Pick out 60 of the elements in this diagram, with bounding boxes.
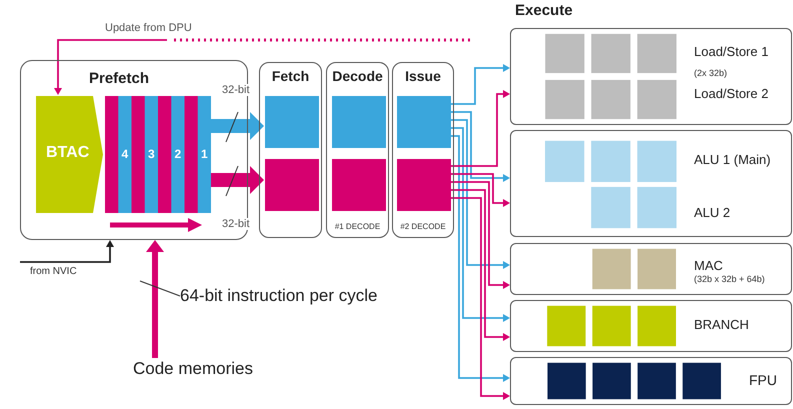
edge-label: 32-bit	[222, 84, 250, 96]
stage-box	[259, 62, 322, 238]
annotation: 64-bit instruction per cycle	[180, 287, 378, 306]
leader-line	[140, 280, 180, 296]
arrow	[450, 64, 510, 105]
stage-note: #1 DECODE	[334, 223, 382, 232]
unit-label: ALU 2	[694, 206, 730, 220]
stage-box	[326, 62, 389, 238]
block-arrow	[146, 240, 164, 358]
unit-label: MAC	[694, 259, 723, 274]
unit-label: FPU	[749, 373, 777, 388]
slot-number: 2	[174, 148, 182, 161]
pipeline-slot	[397, 159, 451, 211]
arrow	[450, 119, 510, 269]
stage-title: Decode	[331, 69, 384, 84]
execution-unit-box	[510, 300, 792, 352]
unit-label: Load/Store 2	[694, 87, 768, 102]
arrow	[54, 39, 167, 95]
memory-label: Code memories	[133, 360, 253, 379]
execution-unit-box	[510, 28, 792, 125]
signal-label: from NVIC	[30, 266, 77, 277]
execution-unit-box	[510, 130, 792, 237]
pipeline-slot	[265, 159, 319, 211]
arrow	[450, 189, 510, 341]
slot-number: 4	[120, 148, 130, 161]
arrow	[450, 173, 510, 207]
stage-box	[392, 62, 454, 238]
arrow	[20, 240, 114, 263]
stage-box	[20, 60, 248, 240]
execution-unit-box	[510, 357, 792, 405]
unit-note: (2x 32b)	[694, 69, 728, 79]
unit-note: (32b x 32b + 64b)	[694, 275, 765, 285]
prefetch-buffer	[105, 96, 211, 213]
arrow	[450, 127, 510, 322]
slot-number: 1	[200, 148, 209, 161]
stage-title: Issue	[404, 69, 442, 84]
block-label: BTAC	[46, 144, 90, 162]
unit-label: BRANCH	[694, 318, 749, 332]
arrow	[450, 181, 510, 289]
arrow	[450, 197, 510, 400]
block-arrow	[210, 112, 264, 140]
unit-label: ALU 1 (Main)	[694, 153, 771, 168]
pipeline-slot	[332, 96, 386, 148]
slot-number: 3	[147, 148, 156, 161]
unit-label: Load/Store 1	[694, 45, 768, 60]
pipeline-slot	[265, 96, 319, 148]
arrow	[450, 135, 510, 382]
arrow	[450, 90, 510, 167]
arrow	[450, 111, 510, 182]
pipeline-slot	[332, 159, 386, 211]
stage-title: Prefetch	[89, 71, 150, 88]
stage-title: Fetch	[270, 69, 310, 84]
execution-unit-box	[510, 243, 792, 295]
block-arrow	[210, 166, 264, 194]
stage-note: #2 DECODE	[399, 223, 447, 232]
edge-label: Update from DPU	[105, 22, 192, 34]
edge-label: 32-bit	[222, 218, 250, 230]
section-title: Execute	[515, 3, 573, 20]
pipeline-slot	[397, 96, 451, 148]
btac-block	[36, 96, 103, 213]
